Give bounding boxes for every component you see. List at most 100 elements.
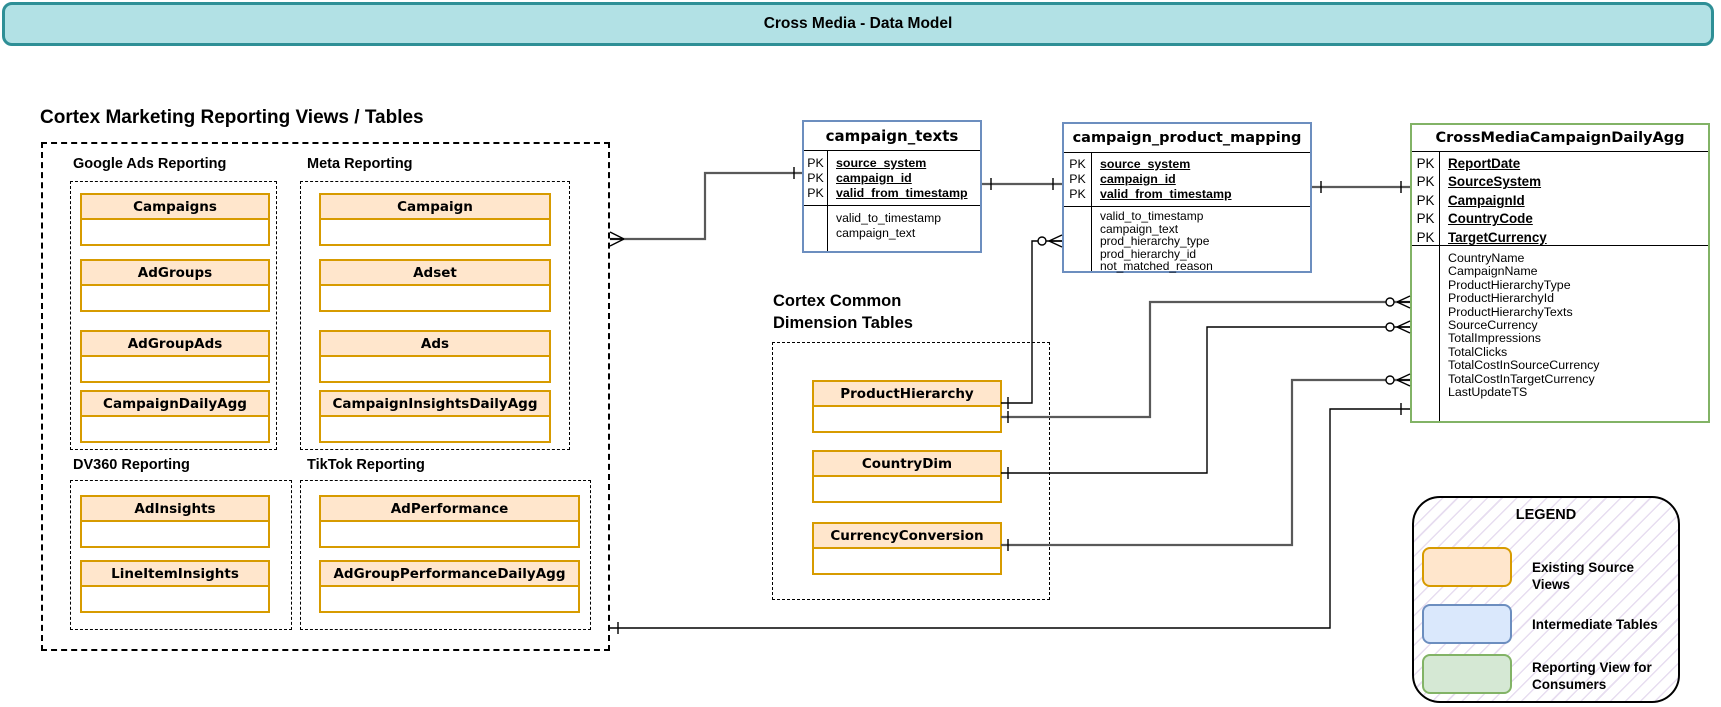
table-card-adgroupads: AdGroupAds [80, 330, 270, 383]
field: valid_to_timestamp [1100, 209, 1204, 223]
pk-field: valid_from_timestamp [1100, 186, 1232, 201]
legend-swatch-intermediate-tables [1422, 604, 1512, 644]
table-card-body [812, 407, 1002, 433]
table-card-body [812, 477, 1002, 503]
group-label-google-ads: Google Ads Reporting [73, 156, 227, 172]
legend-swatch-existing-source-views [1422, 547, 1512, 587]
pk-field: ReportDate [1448, 156, 1521, 171]
meta-box [300, 181, 570, 450]
pk-section: PK PK PK source_system campaign_id valid… [804, 151, 980, 205]
pk-tag: PK [807, 185, 824, 200]
field: campaign_text [1100, 221, 1179, 236]
pk-field: source_system [1100, 157, 1191, 171]
legend-label: Existing Source Views [1532, 560, 1635, 592]
table-card-title: AdGroups [80, 259, 270, 286]
field: TotalImpressions [1448, 331, 1541, 346]
connector-countrydim-to-crossmedia [1001, 320, 1411, 479]
pk-field: source_system [836, 156, 927, 170]
dv360-box [70, 480, 292, 630]
pk-field: CountryCode [1448, 211, 1533, 227]
field: campaign_text [836, 225, 916, 240]
table-card-campaigndailyagg: CampaignDailyAgg [80, 390, 270, 443]
er-table-campaign-product-mapping: campaign_product_mapping PK PK PK source… [1062, 122, 1312, 273]
table-card-title: Campaign [319, 193, 551, 220]
connector-producthierarchy-to-crossmedia [1001, 295, 1411, 423]
pk-tag: PK [1416, 174, 1435, 190]
table-card-title: Adset [319, 259, 551, 286]
field: SourceCurrency [1448, 318, 1538, 333]
table-card-campaigns: Campaigns [80, 193, 270, 246]
pk-tag: PK [1416, 156, 1435, 171]
field: ProductHierarchyType [1448, 277, 1571, 292]
pk-tag: PK [1069, 157, 1086, 171]
field: CountryName [1448, 251, 1525, 265]
group-label-tiktok: TikTok Reporting [307, 457, 425, 473]
pk-tag: PK [1416, 192, 1435, 208]
er-table-title: campaign_product_mapping [1064, 124, 1310, 153]
connector-currencyconversion-to-crossmedia [1001, 373, 1411, 551]
table-card-currencyconversion: CurrencyConversion [812, 522, 1002, 575]
table-card-title: ProductHierarchy [812, 380, 1002, 407]
table-card-title: Campaigns [80, 193, 270, 220]
pk-section: PK PK PK PK PK ReportDate SourceSystem C… [1412, 152, 1708, 245]
table-card-producthierarchy: ProductHierarchy [812, 380, 1002, 433]
legend-title: LEGEND [1515, 507, 1577, 523]
table-card-adperformance: AdPerformance [319, 495, 580, 548]
dimension-section-heading: Cortex Common Dimension Tables [773, 290, 913, 334]
table-card-title: CampaignDailyAgg [80, 390, 270, 417]
table-card-body [80, 220, 270, 246]
legend-label: Intermediate Tables [1532, 617, 1658, 632]
field: ProductHierarchyTexts [1448, 304, 1573, 319]
table-card-title: Ads [319, 330, 551, 357]
table-card-title: CountryDim [812, 450, 1002, 477]
pk-field: SourceSystem [1448, 174, 1542, 190]
connector-campaign-texts-to-product-mapping [982, 178, 1062, 190]
connector-sources-to-campaign-texts [609, 167, 802, 247]
pk-tag: PK [1416, 211, 1435, 227]
table-card-body [812, 549, 1002, 575]
pk-tag: PK [807, 170, 824, 185]
pk-field: campaign_id [1100, 171, 1176, 186]
er-table-title: CrossMediaCampaignDailyAgg [1412, 125, 1708, 152]
dimension-heading-line2: Dimension Tables [773, 314, 913, 332]
pk-field: TargetCurrency [1448, 229, 1547, 245]
field: not_matched_reason [1100, 259, 1213, 274]
pk-tag: PK [807, 156, 824, 170]
table-card-body [80, 357, 270, 383]
table-card-body [319, 587, 580, 613]
field: ProductHierarchyId [1448, 291, 1555, 306]
pk-section: PK PK PK source_system campaign_id valid… [1064, 153, 1310, 206]
table-card-title: CurrencyConversion [812, 522, 1002, 549]
table-card-title: LineItemInsights [80, 560, 270, 587]
table-card-body [80, 286, 270, 312]
diagram-title: Cross Media - Data Model [763, 15, 953, 32]
pk-field: CampaignId [1448, 192, 1525, 208]
pk-tag: PK [1069, 171, 1086, 186]
marketing-section-heading: Cortex Marketing Reporting Views / Table… [40, 107, 424, 128]
group-label-dv360: DV360 Reporting [73, 457, 190, 473]
field: prod_hierarchy_id [1100, 246, 1197, 261]
pk-field: valid_from_timestamp [836, 185, 968, 200]
field: TotalCostInSourceCurrency [1448, 358, 1600, 373]
tiktok-box [300, 480, 591, 630]
table-card-body [80, 587, 270, 613]
table-card-body [319, 522, 580, 548]
field: valid_to_timestamp [836, 211, 941, 225]
table-card-adgroupperformancedailyagg: AdGroupPerformanceDailyAgg [319, 560, 580, 613]
diagram-title-banner: Cross Media - Data Model [2, 2, 1714, 46]
table-card-adgroups: AdGroups [80, 259, 270, 312]
field-section: valid_to_timestamp campaign_text [804, 205, 980, 251]
table-card-body [319, 417, 551, 443]
er-table-campaign-texts: campaign_texts PK PK PK source_system ca… [802, 120, 982, 253]
table-card-title: AdPerformance [319, 495, 580, 522]
group-label-meta: Meta Reporting [307, 156, 413, 172]
table-card-ads: Ads [319, 330, 551, 383]
pk-tag: PK [1416, 229, 1435, 245]
table-card-title: CampaignInsightsDailyAgg [319, 390, 551, 417]
field-section: CountryName CampaignName ProductHierarch… [1412, 245, 1708, 421]
table-card-body [80, 417, 270, 443]
pk-tag: PK [1069, 186, 1086, 201]
table-card-body [319, 357, 551, 383]
connector-product-mapping-to-crossmedia [1312, 181, 1410, 193]
table-card-lineiteminsights: LineItemInsights [80, 560, 270, 613]
